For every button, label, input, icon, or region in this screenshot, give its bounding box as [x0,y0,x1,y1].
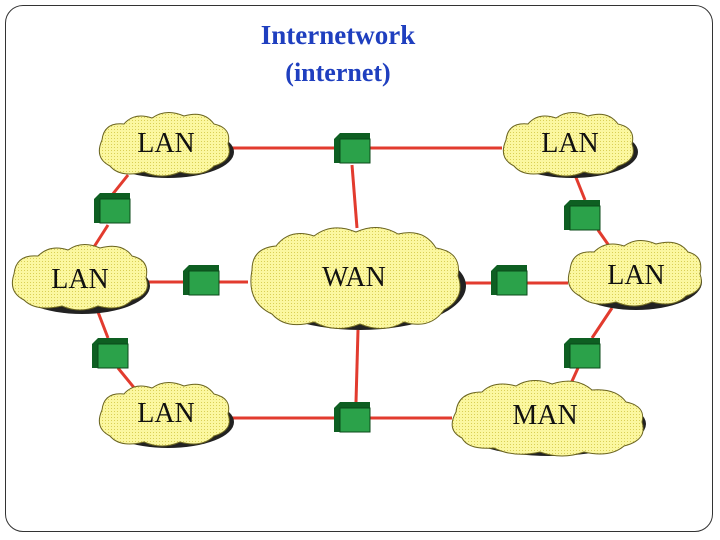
diagram-subtitle: (internet) [285,58,391,87]
lan-cloud: LAN [567,240,702,310]
lan-cloud: LAN [502,112,638,178]
network-label: MAN [512,400,577,431]
router-icon [491,265,528,296]
diagram-title: Internetwork [260,20,416,50]
network-label: LAN [607,260,665,291]
link [354,329,360,403]
router-icon [564,200,601,231]
network-label: LAN [51,264,109,295]
routers [92,133,601,433]
wan-cloud: WAN [250,227,466,330]
link [96,311,110,339]
router-icon [334,133,371,164]
link [350,164,359,229]
network-label: LAN [541,128,599,159]
slide-frame [5,5,713,532]
router-icon [334,402,371,433]
lan-cloud: LAN [98,112,234,178]
network-label: LAN [137,398,195,429]
router-icon [92,338,129,369]
link [573,174,587,201]
router-icon [94,193,131,224]
router-icon [564,338,601,369]
router-icon [183,265,220,296]
network-label: WAN [322,262,386,293]
lan-cloud: LAN [11,244,150,314]
link [110,174,130,196]
links [90,146,614,420]
link [590,307,614,339]
networks: LAN LAN LAN WAN LAN LAN [11,112,702,457]
man-cloud: MAN [451,380,646,457]
lan-cloud: LAN [98,382,234,448]
network-label: LAN [137,128,195,159]
